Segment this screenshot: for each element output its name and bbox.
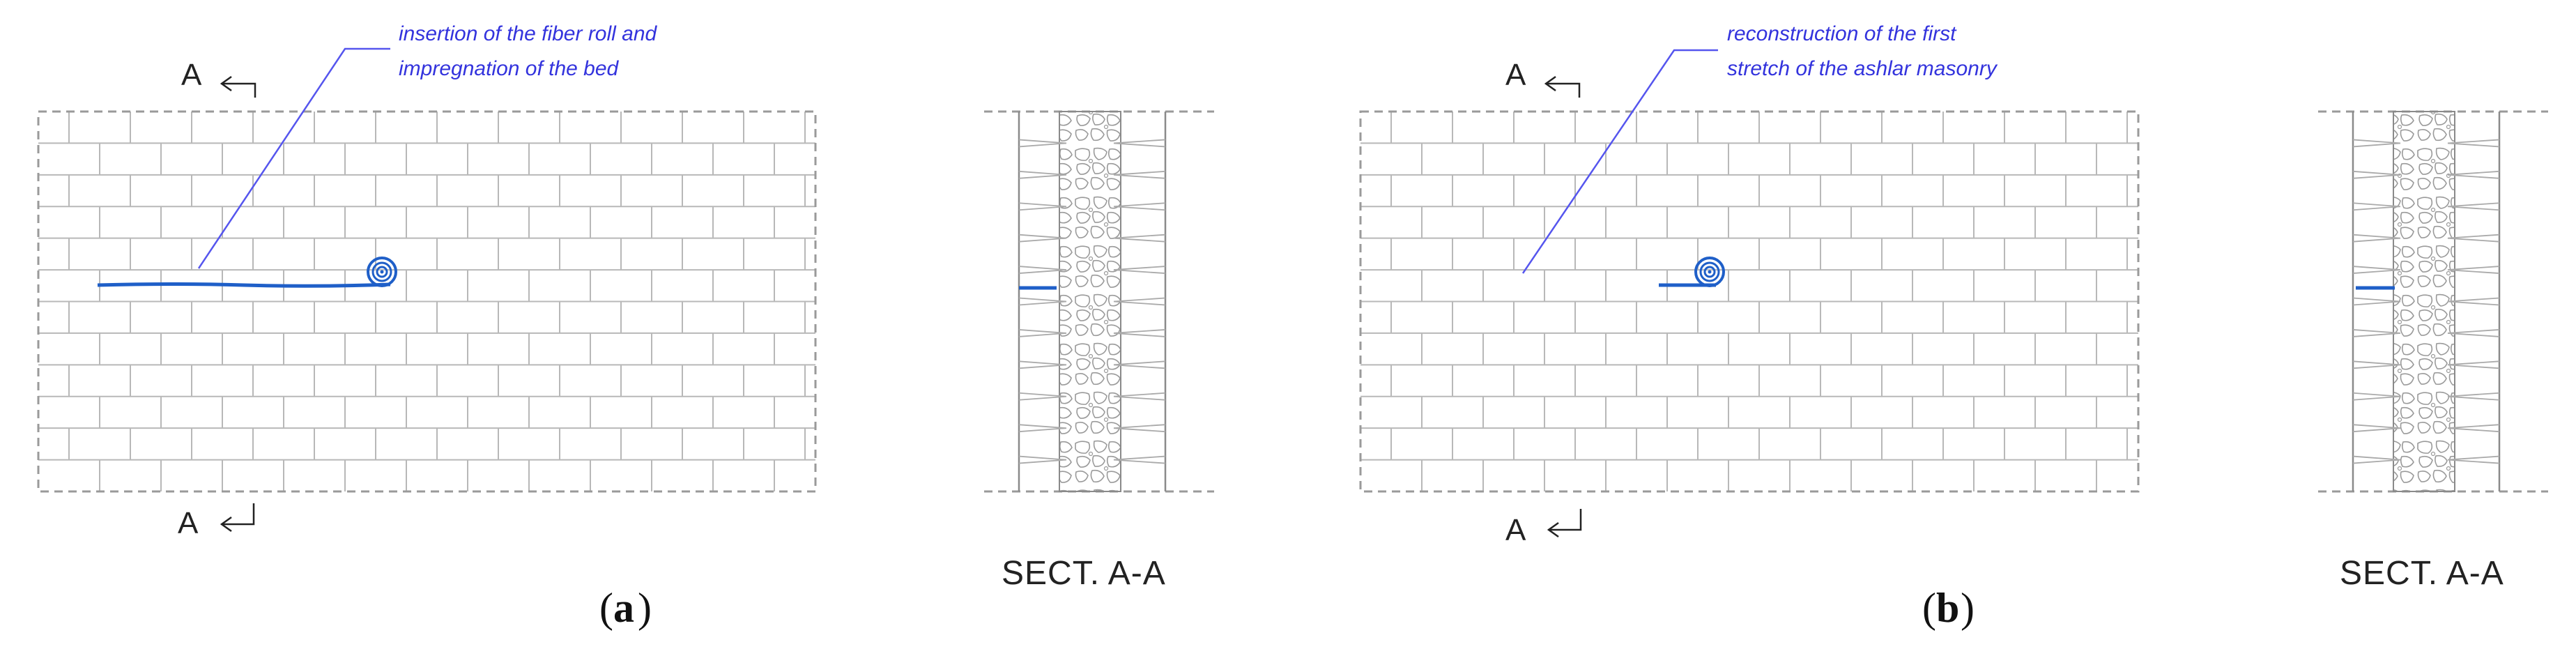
bed-joint xyxy=(1018,360,1067,369)
section-mark-top: A xyxy=(1505,58,1526,92)
panel-letter-close: ) xyxy=(638,585,652,631)
panel-letter-open: ( xyxy=(1922,585,1936,631)
bed-joint xyxy=(1018,455,1067,464)
panel-letter-open: ( xyxy=(599,585,613,631)
bed-joint xyxy=(2447,266,2500,274)
rubble-core xyxy=(1059,111,1121,492)
bed-joint xyxy=(1113,139,1166,148)
section-mark-bottom: A xyxy=(178,506,199,540)
bed-joint xyxy=(1018,297,1067,306)
bed-joint xyxy=(1018,170,1067,179)
bed-joint xyxy=(1113,455,1166,464)
bed-joint xyxy=(1018,266,1067,274)
bed-joint xyxy=(1113,392,1166,401)
wall-section-a xyxy=(984,110,1214,493)
bed-joint xyxy=(2447,297,2500,306)
wall-elevation-a xyxy=(37,110,817,493)
panel-letter: b xyxy=(1936,585,1959,631)
section-label: SECT. A-A xyxy=(2340,555,2504,592)
bed-joint xyxy=(2447,234,2500,243)
wall-section-b xyxy=(2318,110,2548,493)
rubble-core xyxy=(2393,111,2455,492)
bed-joint xyxy=(2352,424,2401,433)
bed-joint xyxy=(2447,392,2500,401)
section-arrow-bottom-icon xyxy=(1547,509,1582,538)
section-arrow-top-icon xyxy=(220,75,256,98)
leader-line xyxy=(197,47,390,269)
wall-boundary xyxy=(37,110,817,493)
bed-joint xyxy=(2352,455,2401,464)
bed-joint xyxy=(2352,170,2401,179)
bed-joint xyxy=(2447,202,2500,211)
bed-joint xyxy=(2447,360,2500,369)
section-mark-top: A xyxy=(181,58,202,92)
annotation-line-2: stretch of the ashlar masonry xyxy=(1727,57,1998,80)
annotation-line-1: reconstruction of the first xyxy=(1727,22,1957,45)
bed-joint xyxy=(2447,424,2500,433)
bed-joint xyxy=(1113,234,1166,243)
bed-joint xyxy=(1113,202,1166,211)
bed-joint xyxy=(2447,329,2500,337)
bed-joint xyxy=(1113,424,1166,433)
bed-joint xyxy=(2352,329,2401,337)
panel-b: reconstruction of the first stretch of t… xyxy=(1359,22,2548,631)
bed-joint xyxy=(1113,360,1166,369)
bed-joint xyxy=(2352,392,2401,401)
bed-joint xyxy=(2352,297,2401,306)
bed-joint xyxy=(2352,234,2401,243)
bed-joint xyxy=(1113,297,1166,306)
bed-joint xyxy=(2352,266,2401,274)
bed-joint xyxy=(1018,392,1067,401)
bed-joint xyxy=(1018,424,1067,433)
bed-joint xyxy=(1018,139,1067,148)
panel-letter: a xyxy=(613,585,634,631)
bed-joint xyxy=(1018,234,1067,243)
fiber-roll-icon xyxy=(1694,257,1725,287)
panel-letter-close: ) xyxy=(1961,585,1975,631)
panel-a: insertion of the fiber roll and impregna… xyxy=(37,22,1214,631)
bed-joint xyxy=(2352,202,2401,211)
bed-joint xyxy=(2447,139,2500,148)
fiber-roll-icon xyxy=(367,257,397,287)
annotation-line-2: impregnation of the bed xyxy=(399,57,620,80)
wall-elevation-b xyxy=(1359,110,2140,493)
bed-joint xyxy=(1113,266,1166,274)
annotation-line-1: insertion of the fiber roll and xyxy=(399,22,658,45)
bed-joint xyxy=(2352,139,2401,148)
section-label: SECT. A-A xyxy=(1002,555,1166,592)
bed-joint xyxy=(1113,329,1166,337)
bed-joint xyxy=(1113,170,1166,179)
section-arrow-top-icon xyxy=(1544,75,1581,98)
bed-joint xyxy=(2352,360,2401,369)
section-mark-bottom: A xyxy=(1505,513,1526,547)
section-arrow-bottom-icon xyxy=(220,503,255,533)
bed-joint xyxy=(1018,202,1067,211)
bed-joint xyxy=(2447,455,2500,464)
bed-joint xyxy=(2447,170,2500,179)
leader-line xyxy=(1521,49,1718,274)
bed-joint xyxy=(1018,329,1067,337)
fiber-strip xyxy=(97,282,391,288)
wall-boundary xyxy=(1359,110,2140,493)
